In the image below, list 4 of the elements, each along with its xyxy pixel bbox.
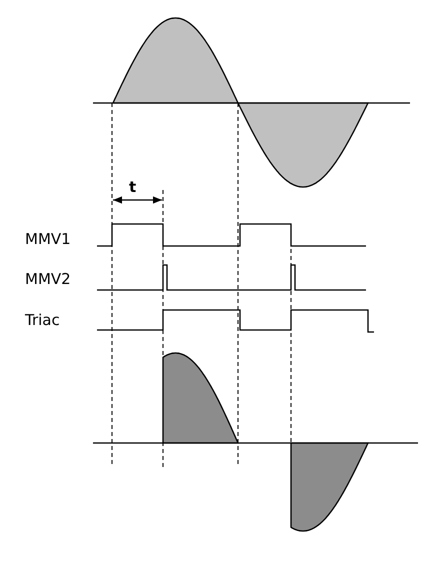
signal-label: Triac	[25, 311, 60, 329]
dimension-label: t	[129, 178, 136, 196]
signal-label: MMV1	[25, 230, 71, 248]
signal-label: MMV2	[25, 270, 71, 288]
